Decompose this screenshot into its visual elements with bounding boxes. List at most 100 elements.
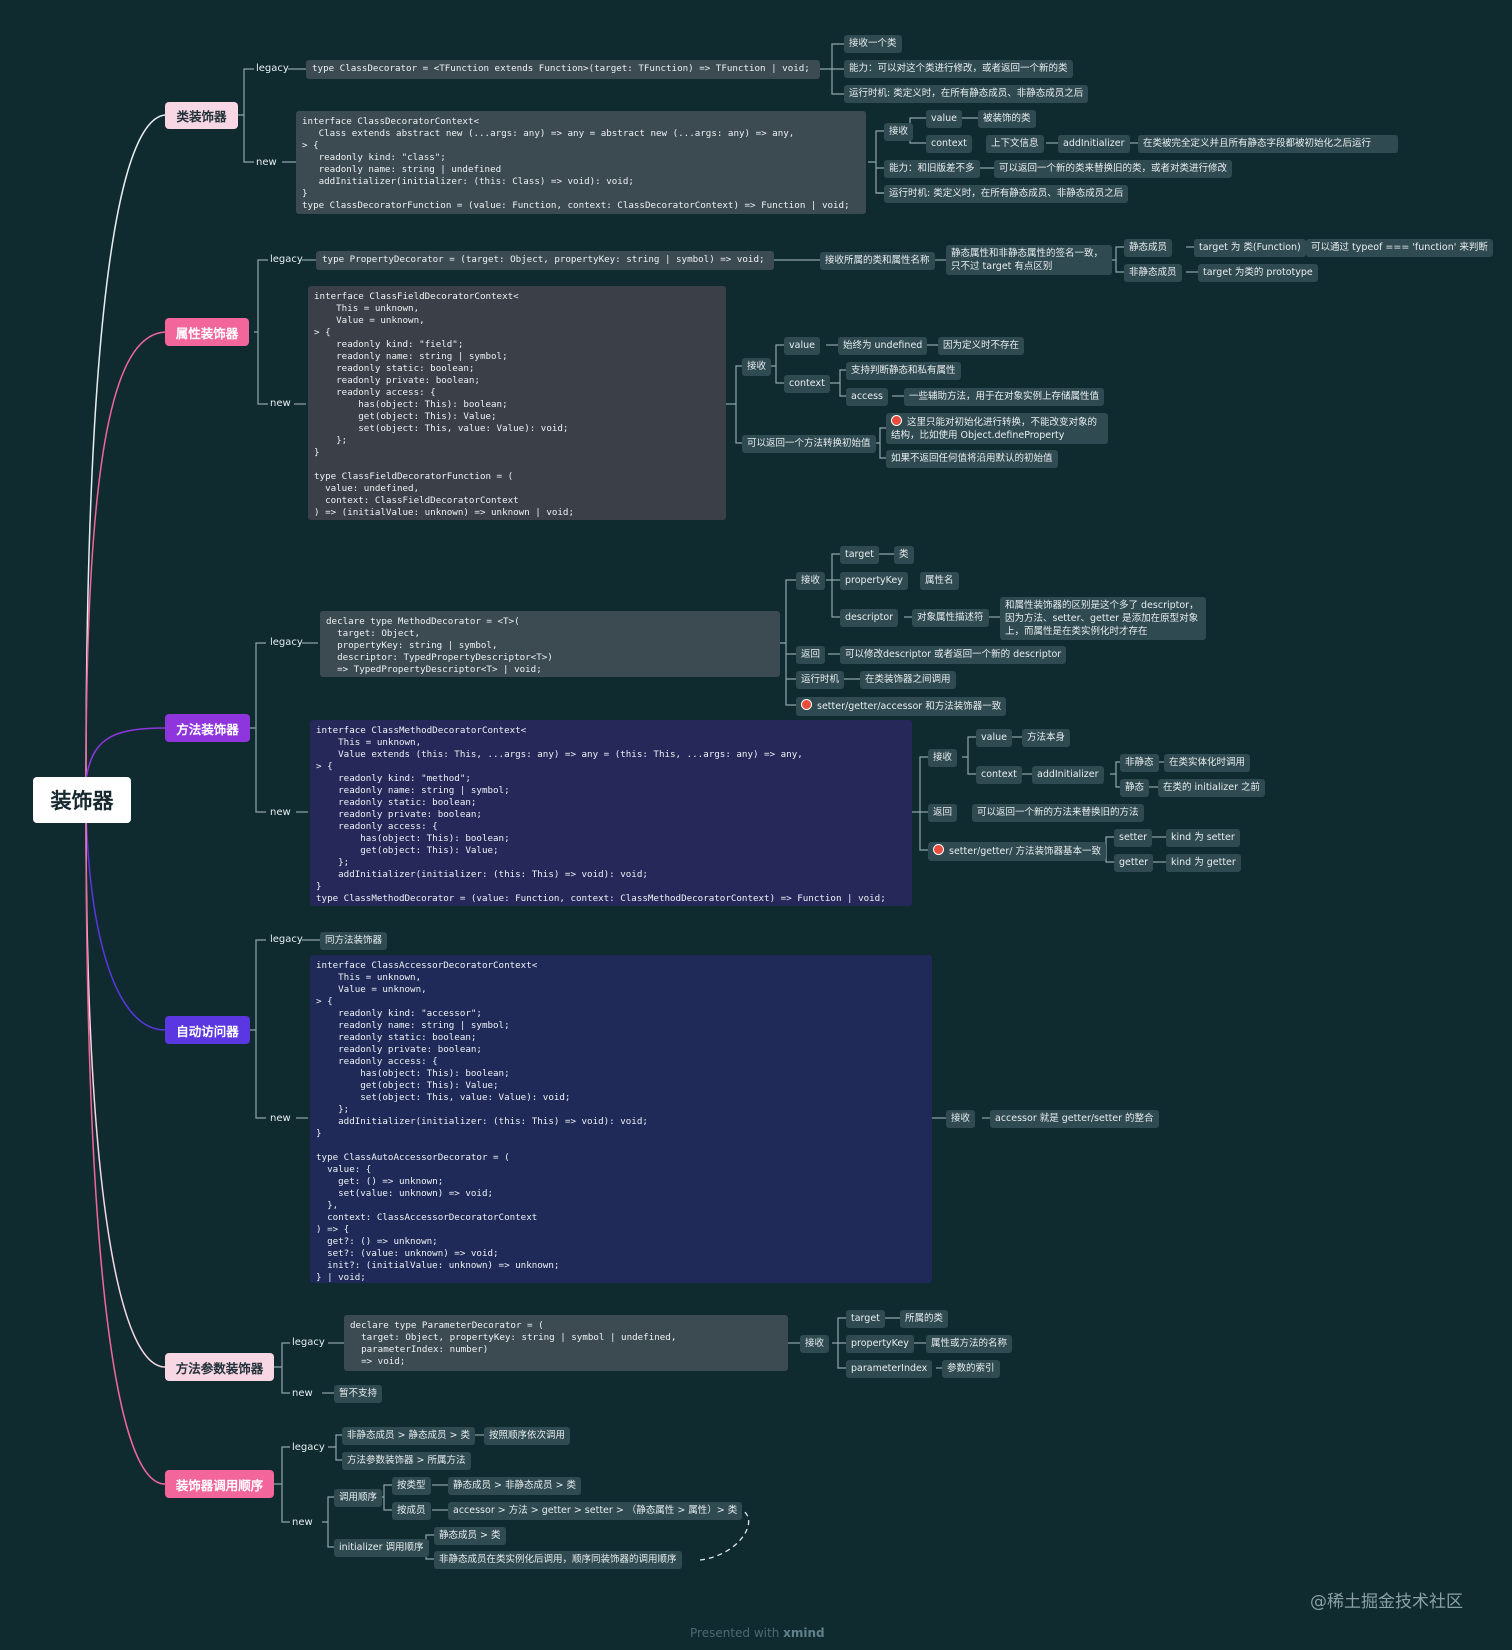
param-new-tag[interactable]: new [292, 1388, 313, 1399]
property-legacy-static-note: 可以通过 typeof === 'function' 来判断 [1306, 239, 1493, 257]
class-new-value: value [926, 110, 962, 128]
class-legacy-note-1: 接收一个类 [844, 35, 902, 53]
class-legacy-signature: type ClassDecorator = <TFunction extends… [306, 60, 820, 79]
class-new-timing: 运行时机: 类定义时，在所有静态成员、非静态成员之后 [884, 185, 1129, 203]
class-new-addinitializer-desc: 在类被完全定义并且所有静态字段都被初始化之后运行 [1138, 135, 1398, 153]
method-legacy-key: propertyKey [840, 572, 908, 590]
property-new-access: access [846, 388, 889, 406]
class-new-ability-desc: 可以返回一个新的类来替换旧的类，或者对类进行修改 [994, 160, 1233, 178]
class-new-code: interface ClassDecoratorContext< Class e… [296, 111, 866, 214]
method-new-receive: 接收 [928, 749, 958, 767]
method-new-code: interface ClassMethodDecoratorContext< T… [310, 720, 912, 906]
method-new-static-desc: 在类的 initializer 之前 [1158, 779, 1266, 797]
warning-icon [801, 699, 812, 710]
method-new-accessor: setter/getter/ 方法装饰器基本一致 [928, 842, 1106, 861]
order-legacy-1: 非静态成员 > 静态成员 > 类 [342, 1427, 475, 1445]
footer-brand: xmind [783, 1626, 825, 1640]
warning-icon [891, 415, 902, 426]
method-legacy-code: declare type MethodDecorator = <T>( targ… [320, 611, 780, 677]
method-new-addinitializer: addInitializer [1032, 766, 1104, 784]
class-legacy-tag[interactable]: legacy [256, 63, 289, 74]
order-legacy-2: 方法参数装饰器 > 所属方法 [342, 1452, 471, 1470]
order-legacy-tag[interactable]: legacy [292, 1442, 325, 1453]
root-node[interactable]: 装饰器 [33, 777, 131, 823]
class-new-receive: 接收 [884, 123, 914, 141]
class-legacy-note-3: 运行时机: 类定义时，在所有静态成员、非静态成员之后 [844, 85, 1089, 103]
order-new-by-member: 按成员 [392, 1502, 431, 1520]
order-new-by-member-desc: accessor > 方法 > getter > setter > （静态属性 … [448, 1502, 743, 1520]
auto-accessor-node[interactable]: 自动访问器 [165, 1016, 250, 1044]
method-new-accessor-text: setter/getter/ 方法装饰器基本一致 [949, 846, 1101, 857]
method-new-setter-desc: kind 为 setter [1166, 829, 1240, 847]
order-new-call-order: 调用顺序 [334, 1489, 383, 1507]
method-new-getter: getter [1114, 854, 1154, 872]
property-new-code: interface ClassFieldDecoratorContext< Th… [308, 286, 726, 520]
method-legacy-key-desc: 属性名 [920, 572, 959, 590]
class-new-context-desc: 上下文信息 [986, 135, 1044, 153]
method-decorator-node[interactable]: 方法装饰器 [165, 714, 250, 742]
method-legacy-descriptor-desc: 对象属性描述符 [912, 609, 989, 627]
param-legacy-index-desc: 参数的索引 [942, 1360, 1000, 1378]
param-legacy-target: target [846, 1310, 885, 1328]
property-legacy-nonstatic-target: target 为类的 prototype [1198, 264, 1318, 282]
class-decorator-node[interactable]: 类装饰器 [165, 102, 238, 129]
property-new-return-note-2: 如果不返回任何值将沿用默认的初始值 [886, 450, 1058, 468]
property-legacy-signature: type PropertyDecorator = (target: Object… [316, 251, 774, 270]
method-legacy-timing-desc: 在类装饰器之间调用 [860, 671, 956, 689]
property-legacy-receive: 接收所属的类和属性名称 [820, 252, 935, 270]
property-new-value: value [784, 337, 820, 355]
property-new-access-desc: 一些辅助方法，用于在对象实例上存储属性值 [904, 388, 1105, 406]
method-legacy-accessor-text: setter/getter/accessor 和方法装饰器一致 [817, 701, 1002, 712]
accessor-new-tag[interactable]: new [270, 1113, 291, 1124]
method-new-getter-desc: kind 为 getter [1166, 854, 1241, 872]
accessor-legacy-tag[interactable]: legacy [270, 934, 303, 945]
order-new-tag[interactable]: new [292, 1517, 313, 1528]
class-new-addinitializer: addInitializer [1058, 135, 1130, 153]
accessor-new-receive: 接收 [946, 1110, 976, 1128]
class-new-ability: 能力：和旧版差不多 [884, 160, 980, 178]
param-legacy-key: propertyKey [846, 1335, 914, 1353]
accessor-new-receive-desc: accessor 就是 getter/setter 的整合 [990, 1110, 1159, 1128]
method-legacy-descriptor-note: 和属性装饰器的区别是这个多了 descriptor，因为方法、setter、ge… [1000, 597, 1206, 640]
property-new-tag[interactable]: new [270, 398, 291, 409]
method-legacy-target-desc: 类 [894, 546, 914, 564]
property-new-value-reason: 因为定义时不存在 [938, 337, 1025, 355]
accessor-new-code: interface ClassAccessorDecoratorContext<… [310, 955, 932, 1283]
param-decorator-node[interactable]: 方法参数装饰器 [165, 1353, 274, 1381]
param-legacy-receive: 接收 [800, 1335, 830, 1353]
param-new-desc: 暂不支持 [334, 1385, 383, 1403]
class-new-value-desc: 被装饰的类 [978, 110, 1036, 128]
method-new-value-desc: 方法本身 [1022, 729, 1071, 747]
method-legacy-descriptor: descriptor [840, 609, 899, 627]
method-legacy-timing: 运行时机 [796, 671, 845, 689]
property-legacy-nonstatic: 非静态成员 [1124, 264, 1182, 282]
method-legacy-tag[interactable]: legacy [270, 637, 303, 648]
param-legacy-index: parameterIndex [846, 1360, 933, 1378]
param-legacy-target-desc: 所属的类 [900, 1310, 949, 1328]
param-legacy-tag[interactable]: legacy [292, 1337, 325, 1348]
footer-prefix: Presented with [690, 1626, 780, 1640]
property-new-receive: 接收 [742, 358, 772, 376]
property-new-value-desc: 始终为 undefined [838, 337, 928, 355]
order-legacy-1-note: 按照顺序依次调用 [484, 1427, 571, 1445]
method-new-static: 静态 [1120, 779, 1150, 797]
watermark: @稀土掘金技术社区 [1310, 1592, 1463, 1612]
order-new-init-1: 静态成员 > 类 [434, 1527, 506, 1545]
method-legacy-receive: 接收 [796, 572, 826, 590]
class-new-context: context [926, 135, 972, 153]
property-decorator-node[interactable]: 属性装饰器 [165, 318, 249, 346]
property-new-return: 可以返回一个方法转换初始值 [742, 435, 876, 453]
method-new-tag[interactable]: new [270, 807, 291, 818]
order-new-by-type-desc: 静态成员 > 非静态成员 > 类 [448, 1477, 581, 1495]
call-order-node[interactable]: 装饰器调用顺序 [165, 1470, 274, 1498]
accessor-legacy-desc: 同方法装饰器 [320, 932, 388, 950]
class-legacy-note-2: 能力：可以对这个类进行修改，或者返回一个新的类 [844, 60, 1073, 78]
method-new-context: context [976, 766, 1022, 784]
param-legacy-key-desc: 属性或方法的名称 [926, 1335, 1013, 1353]
param-legacy-code: declare type ParameterDecorator = ( targ… [344, 1315, 788, 1371]
order-new-init-2: 非静态成员在类实例化后调用，顺序同装饰器的调用顺序 [434, 1551, 682, 1569]
class-new-tag[interactable]: new [256, 157, 277, 168]
property-legacy-tag[interactable]: legacy [270, 254, 303, 265]
property-new-context: context [784, 375, 830, 393]
